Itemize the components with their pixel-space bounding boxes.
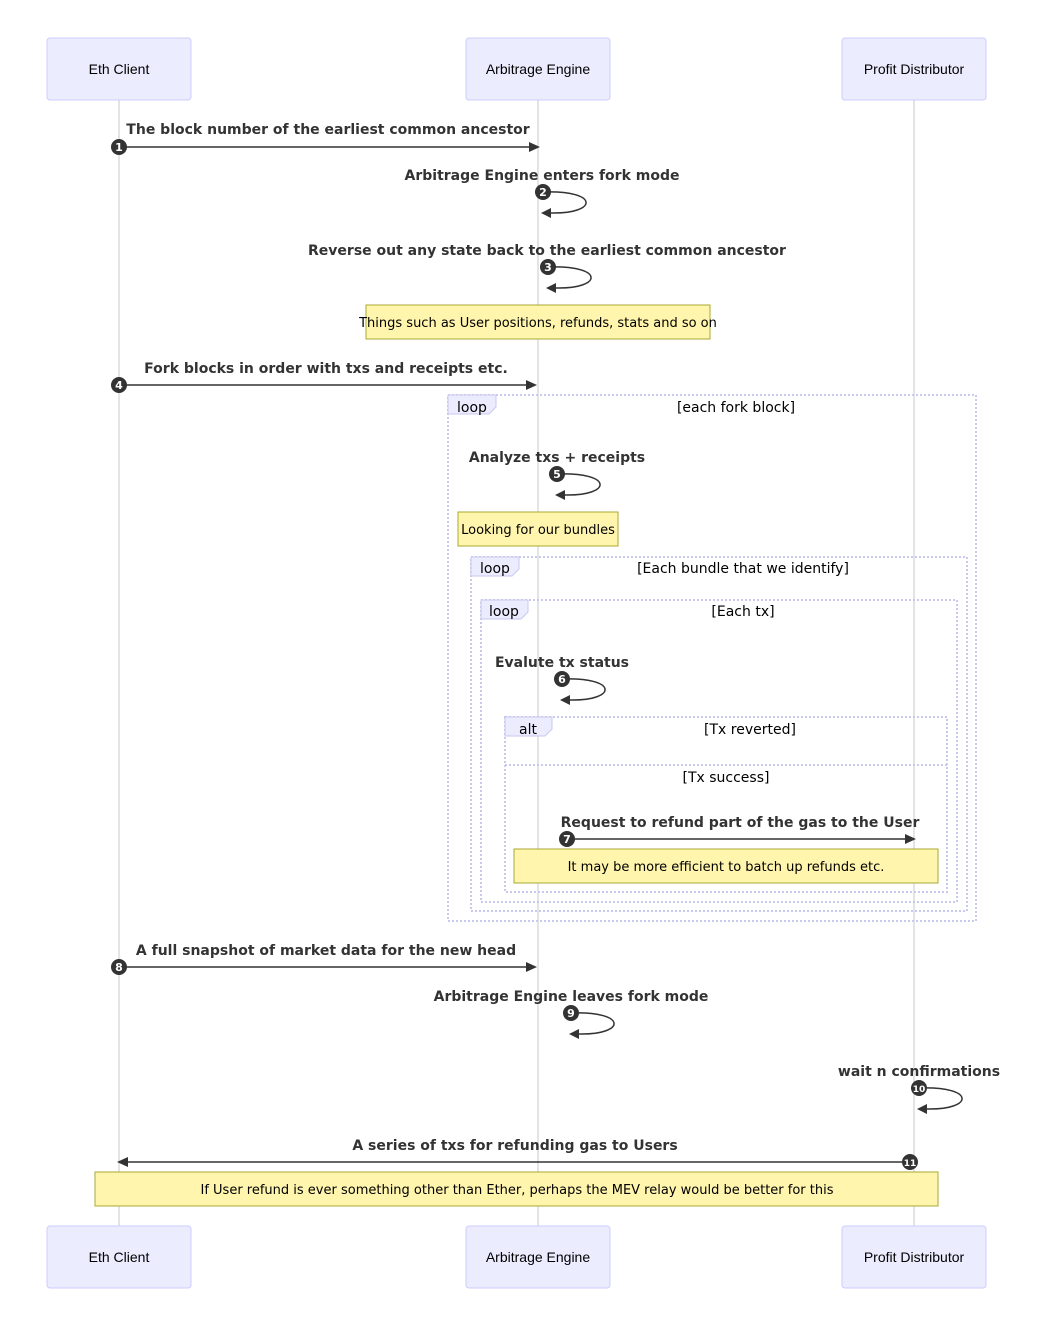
sequence-number: 9 [567,1007,575,1020]
message-8: A full snapshot of market data for the n… [111,943,537,975]
note-state-examples: Things such as User positions, refunds, … [358,304,717,340]
actor-bottom-profit-distributor: Profit Distributor [841,1225,987,1289]
actor-bottom-eth-client: Eth Client [46,1225,192,1289]
sequence-number: 11 [904,1159,917,1169]
frame-kind: loop [457,400,487,416]
frame-kind: alt [519,722,537,738]
sequence-number: 5 [553,468,561,481]
sequence-number: 2 [539,186,547,199]
note-text: It may be more efficient to batch up ref… [568,860,885,875]
message-label: A series of txs for refunding gas to Use… [352,1138,677,1154]
sequence-number-badge [111,139,127,155]
actor-top-profit-distributor: Profit Distributor [841,37,987,101]
frame-kind: loop [489,604,519,620]
sequence-number-badge [554,671,570,687]
actor-label: Eth Client [89,1249,150,1265]
message-label: Fork blocks in order with txs and receip… [144,361,508,377]
frame-else-condition: [Tx success] [683,770,770,786]
sequence-number-badge [559,831,575,847]
message-label: Arbitrage Engine leaves fork mode [434,989,709,1005]
frame-condition: [Each bundle that we identify] [637,561,849,577]
message-label: A full snapshot of market data for the n… [136,943,516,959]
message-4: Fork blocks in order with txs and receip… [111,361,537,393]
message-label: wait n confirmations [838,1064,1000,1080]
actor-bottom-arbitrage-engine: Arbitrage Engine [465,1225,611,1289]
message-9: Arbitrage Engine leaves fork mode 9 [434,989,709,1039]
sequence-number: 8 [115,961,123,974]
note-looking-for-bundles: Looking for our bundles [457,511,619,547]
note-text: If User refund is ever something other t… [200,1183,833,1198]
message-11: A series of txs for refunding gas to Use… [117,1138,918,1170]
actor-label: Arbitrage Engine [486,1249,591,1265]
actor-label: Profit Distributor [864,1249,965,1265]
actor-label: Eth Client [89,61,150,77]
frame-condition: [Tx reverted] [704,722,796,738]
message-10: wait n confirmations 10 [838,1064,1000,1114]
sequence-number-badge [111,377,127,393]
note-text: Looking for our bundles [461,523,615,538]
message-label: Arbitrage Engine enters fork mode [405,168,680,184]
actor-top-eth-client: Eth Client [46,37,192,101]
message-3: Reverse out any state back to the earlie… [308,243,786,293]
message-5: Analyze txs + receipts 5 [469,450,645,500]
message-6: Evalute tx status 6 [495,655,629,705]
sequence-number: 3 [544,261,552,274]
message-label: The block number of the earliest common … [126,122,529,138]
message-label: Reverse out any state back to the earlie… [308,243,786,259]
sequence-number-badge [111,959,127,975]
sequence-number-badge [902,1154,918,1170]
message-label: Request to refund part of the gas to the… [561,815,920,831]
frame-alt-tx-status: alt [Tx reverted] [Tx success] [504,716,948,893]
sequence-number-badge [563,1005,579,1021]
note-mev-relay: If User refund is ever something other t… [94,1171,939,1207]
frame-kind: loop [480,561,510,577]
frame-condition: [each fork block] [677,400,795,416]
sequence-number: 4 [115,379,123,392]
sequence-number-badge [549,466,565,482]
message-label: Evalute tx status [495,655,629,671]
sequence-number-badge [540,259,556,275]
sequence-number: 6 [558,673,566,686]
message-7: Request to refund part of the gas to the… [559,815,919,847]
frame-loop-each-bundle: loop [Each bundle that we identify] [470,556,968,912]
sequence-number: 1 [115,141,123,154]
actor-label: Arbitrage Engine [486,61,591,77]
sequence-number-badge [911,1080,927,1096]
message-label: Analyze txs + receipts [469,450,645,466]
frame-loop-each-fork-block: loop [each fork block] [447,394,977,922]
actor-label: Profit Distributor [864,61,965,77]
frame-loop-each-tx: loop [Each tx] [480,599,958,903]
sequence-number-badge [535,184,551,200]
note-text: Things such as User positions, refunds, … [358,316,717,331]
sequence-number: 10 [913,1085,926,1095]
frame-condition: [Each tx] [711,604,774,620]
message-2: Arbitrage Engine enters fork mode 2 [405,168,680,218]
sequence-number: 7 [563,833,571,846]
actor-top-arbitrage-engine: Arbitrage Engine [465,37,611,101]
note-batch-refunds: It may be more efficient to batch up ref… [513,848,939,884]
message-1: The block number of the earliest common … [111,122,540,155]
